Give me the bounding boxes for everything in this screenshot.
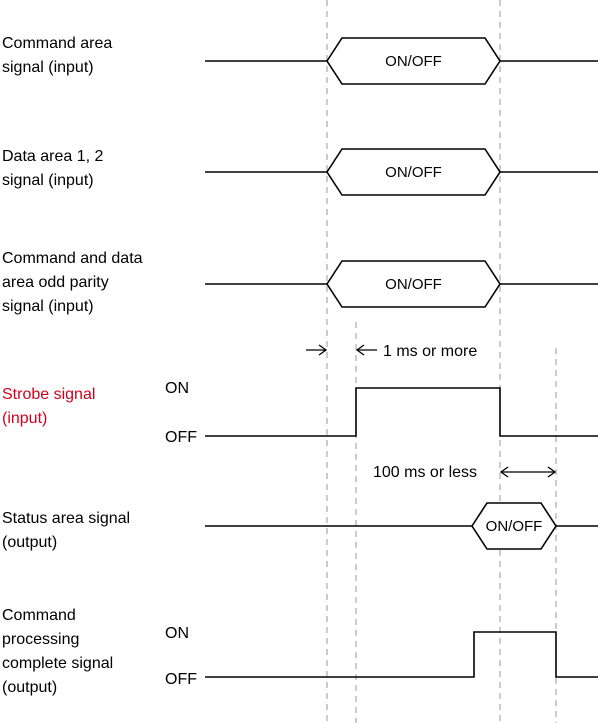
min-interval-arrows: [306, 344, 377, 356]
strobe-signal-label: Strobe signal (input): [2, 386, 96, 427]
command-complete-signal-label: Command processing complete signal (outp…: [2, 607, 114, 696]
strobe-off-label: OFF: [165, 429, 197, 446]
data-area-signal-label: Data area 1, 2 signal (input): [2, 148, 104, 189]
strobe-on-label: ON: [165, 380, 189, 397]
complete-off-label: OFF: [165, 671, 197, 688]
command-complete-waveform: [205, 631, 598, 678]
complete-on-label: ON: [165, 625, 189, 642]
command-area-state-text: ON/OFF: [385, 53, 442, 70]
max-interval-arrow: [499, 466, 557, 478]
strobe-waveform: [205, 387, 598, 437]
data-area-state-text: ON/OFF: [385, 164, 442, 181]
parity-state-text: ON/OFF: [385, 276, 442, 293]
status-area-signal-label: Status area signal (output): [2, 510, 131, 551]
max-interval-label: 100 ms or less: [373, 464, 477, 481]
min-interval-label: 1 ms or more: [383, 343, 477, 360]
parity-signal-label: Command and data area odd parity signal …: [2, 250, 143, 315]
status-area-state-text: ON/OFF: [486, 518, 543, 535]
command-area-signal-label: Command area signal (input): [2, 35, 113, 76]
